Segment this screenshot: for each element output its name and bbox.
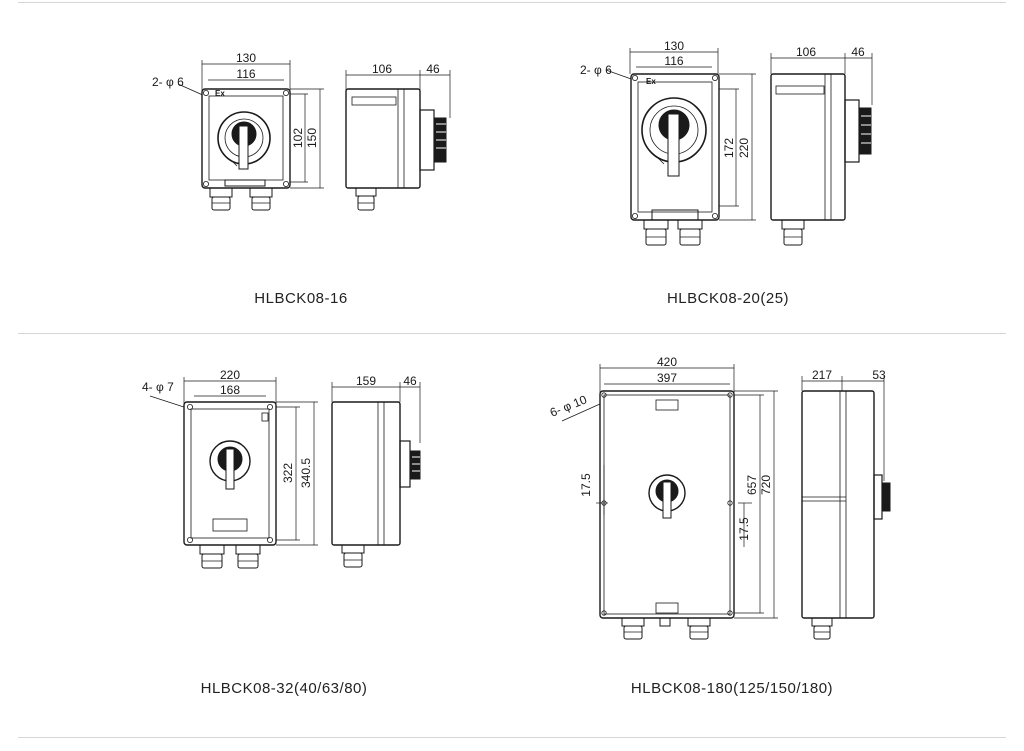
bottom-divider: [18, 737, 1006, 738]
drawing-hlbck08-16: 130 116 2- φ 6 Ex 102 150 106 46: [152, 51, 451, 211]
handle-depth-label: 53: [872, 368, 886, 382]
hole-spacing-width-label: 168: [220, 383, 240, 397]
holes-label: 6- φ 10: [548, 392, 589, 420]
handle-depth-label: 46: [426, 62, 440, 76]
depth-label: 159: [356, 374, 376, 388]
hole-spacing-height-label: 657: [745, 475, 759, 495]
front-height-label: 150: [305, 128, 319, 148]
offset-b-label: 17.5: [737, 517, 751, 541]
model-caption: HLBCK08-180(125/150/180): [630, 680, 834, 697]
offset-a-label: 17.5: [579, 473, 593, 497]
front-height-label: 340.5: [299, 458, 313, 488]
front-width-label: 130: [236, 51, 256, 65]
depth-label: 106: [796, 45, 816, 59]
drawing-hlbck08-20: 130 116 2- φ 6 Ex 172 220 106 46: [580, 39, 873, 246]
front-height-label: 720: [759, 475, 773, 495]
holes-label: 4- φ 7: [142, 380, 174, 394]
ex-mark: Ex: [215, 89, 225, 98]
middle-divider: [18, 333, 1006, 334]
front-width-label: 130: [664, 39, 684, 53]
hole-spacing-height-label: 172: [722, 138, 736, 158]
hole-spacing-width-label: 116: [236, 67, 255, 81]
depth-label: 106: [372, 62, 392, 76]
drawing-hlbck08-32: 220 168 4- φ 7 322 340.5 159 46: [142, 368, 421, 569]
front-width-label: 220: [220, 368, 240, 382]
model-caption: HLBCK08-16: [254, 290, 348, 307]
model-caption: HLBCK08-20(25): [666, 290, 790, 307]
front-width-label: 420: [657, 355, 677, 369]
hole-spacing-width-label: 397: [657, 371, 677, 385]
model-caption: HLBCK08-32(40/63/80): [200, 680, 368, 697]
depth-label: 217: [812, 368, 832, 382]
ex-mark: Ex: [646, 77, 656, 86]
drawing-hlbck08-180: 420 397 6- φ 10 17.5 17.5 657 720 217 53: [548, 355, 891, 640]
holes-label: 2- φ 6: [580, 63, 612, 77]
front-height-label: 220: [737, 138, 751, 158]
handle-depth-label: 46: [851, 45, 865, 59]
hole-spacing-height-label: 322: [281, 463, 295, 483]
holes-label: 2- φ 6: [152, 75, 184, 89]
top-divider: [18, 2, 1006, 3]
hole-spacing-height-label: 102: [291, 128, 305, 148]
handle-depth-label: 46: [403, 374, 417, 388]
hole-spacing-width-label: 116: [664, 54, 683, 68]
